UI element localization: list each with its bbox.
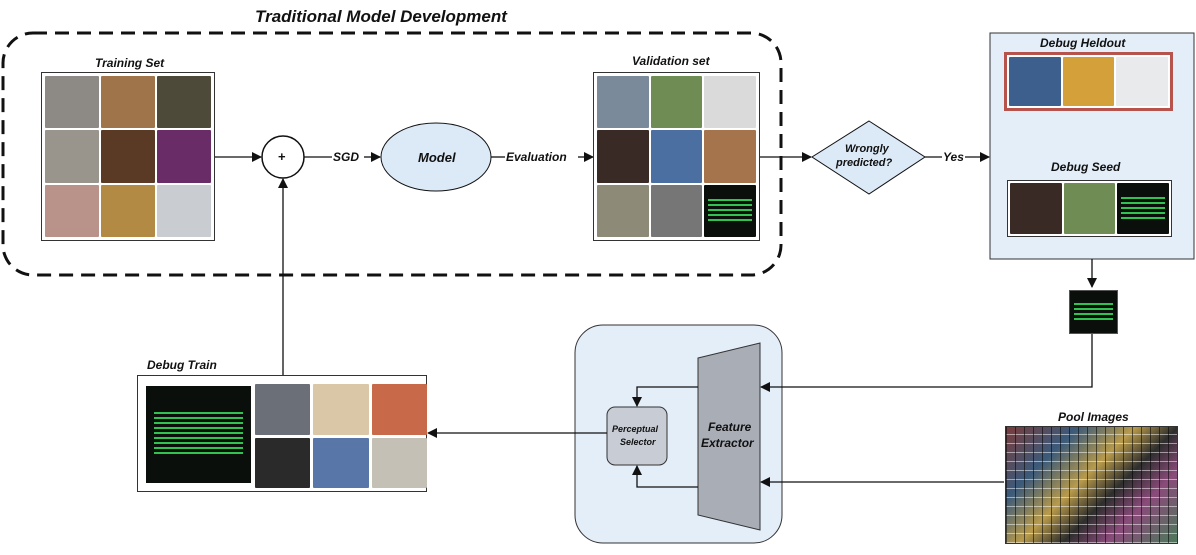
decision-label-line2: predicted? <box>836 157 893 169</box>
selector-label-line1: Perceptual <box>612 424 659 434</box>
pool-images <box>1005 426 1178 544</box>
debug-train-images <box>137 375 427 492</box>
traditional-dev-region <box>1 31 783 277</box>
feature-extractor-shape <box>697 342 761 531</box>
debug-seed-label: Debug Seed <box>1051 160 1121 174</box>
debug-heldout-images <box>1004 52 1173 111</box>
decision-node <box>811 120 926 195</box>
debug-train-label: Debug Train <box>147 358 217 372</box>
model-label: Model <box>418 150 456 165</box>
debug-heldout-label: Debug Heldout <box>1040 36 1126 50</box>
plus-symbol: + <box>278 149 286 164</box>
evaluation-label: Evaluation <box>506 150 567 164</box>
pool-images-label: Pool Images <box>1058 410 1129 424</box>
training-set-images <box>41 72 215 241</box>
extractor-label-line1: Feature <box>708 420 752 434</box>
yes-label: Yes <box>943 150 964 164</box>
validation-set-images <box>593 72 760 241</box>
training-set-label: Training Set <box>95 56 165 70</box>
validation-set-label: Validation set <box>632 54 710 68</box>
debug-seed-images <box>1007 180 1172 237</box>
diagram-title: Traditional Model Development <box>255 7 507 26</box>
selector-label-line2: Selector <box>620 437 656 447</box>
sgd-label: SGD <box>333 150 360 164</box>
perceptual-selector-shape <box>606 406 668 466</box>
seed-image <box>1069 290 1118 334</box>
extractor-label-line2: Extractor <box>701 436 754 450</box>
decision-label-line1: Wrongly <box>845 143 889 155</box>
